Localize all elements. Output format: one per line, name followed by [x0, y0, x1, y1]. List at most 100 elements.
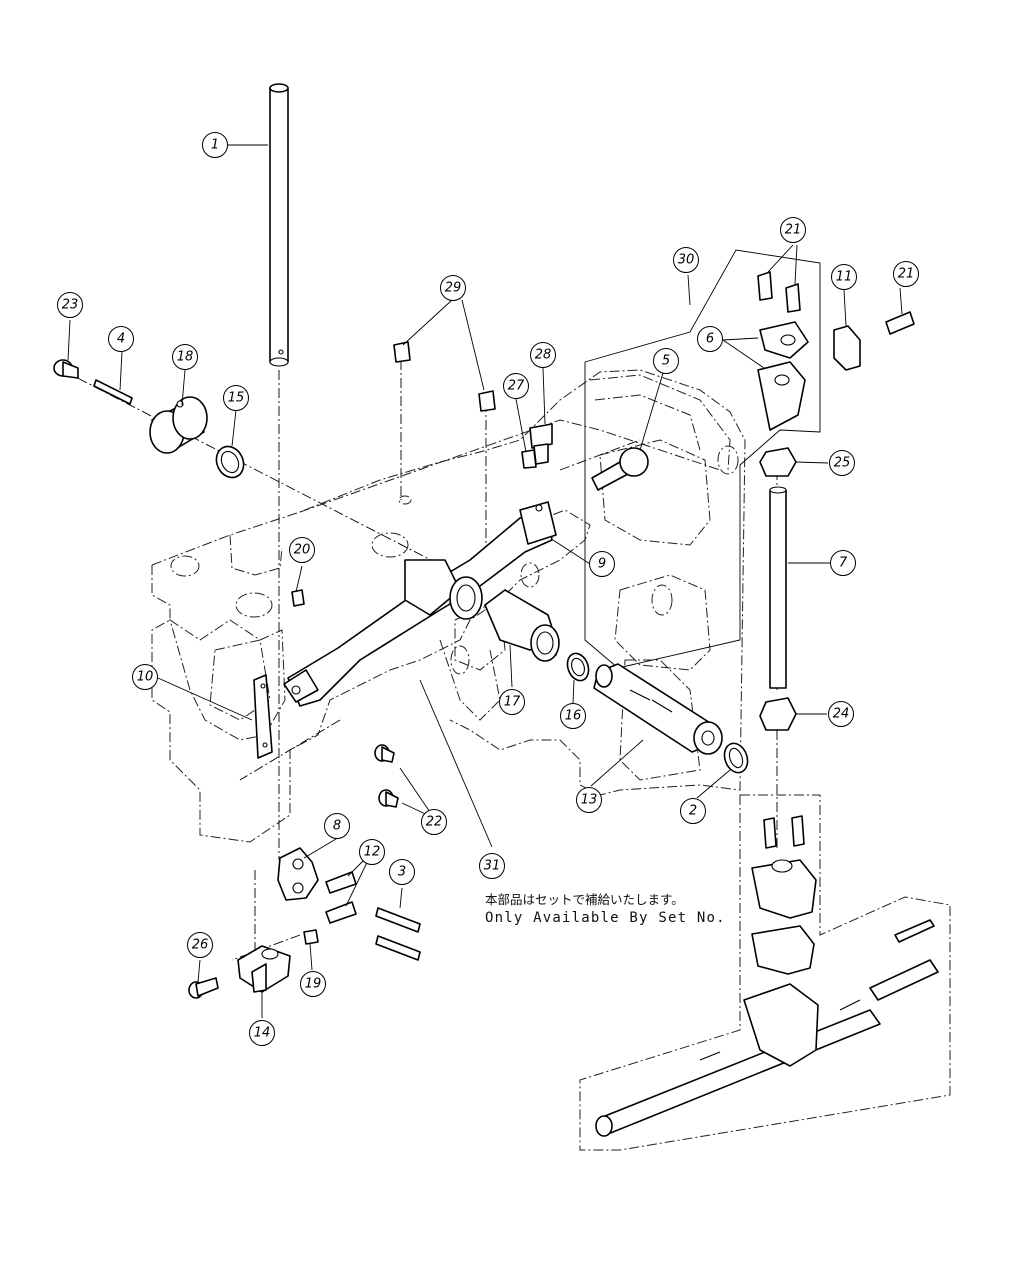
part-21-screws[interactable] [757, 271, 915, 335]
set-30-boundary [584, 249, 821, 669]
callout-18: 18 [172, 344, 198, 370]
callout-28: 28 [530, 342, 556, 368]
callout-label: 11 [836, 270, 853, 285]
part-26-cap-screw[interactable] [188, 977, 219, 999]
part-7-threaded-rod[interactable] [769, 486, 787, 689]
part-24-nut[interactable] [759, 697, 797, 731]
part-3-springs[interactable] [375, 907, 421, 961]
leader-lines [67, 144, 903, 1018]
part-15-washer[interactable] [211, 442, 248, 482]
callout-27: 27 [503, 373, 529, 399]
callout-21a: 21 [780, 217, 806, 243]
part-4-pin[interactable] [93, 379, 133, 405]
callout-label: 28 [535, 348, 552, 363]
callout-label: 19 [305, 977, 322, 992]
callout-7: 7 [830, 550, 856, 576]
part-8-link[interactable] [277, 847, 319, 901]
callout-10: 10 [132, 664, 158, 690]
callout-26: 26 [187, 932, 213, 958]
set-supply-note-english: Only Available By Set No. [485, 910, 726, 926]
callout-30: 30 [673, 247, 699, 273]
callout-8: 8 [324, 813, 350, 839]
callout-label: 13 [581, 793, 598, 808]
part-5-ball-stud[interactable] [591, 447, 649, 491]
callout-label: 3 [398, 865, 406, 880]
callout-14: 14 [249, 1020, 275, 1046]
part-25-nut[interactable] [759, 447, 797, 477]
part-22-screws[interactable] [374, 744, 399, 808]
callout-label: 22 [426, 815, 443, 830]
callout-12: 12 [359, 839, 385, 865]
part-18-collar[interactable] [149, 396, 208, 454]
callout-20: 20 [289, 537, 315, 563]
part-19-set-screw[interactable] [303, 929, 319, 945]
callout-5: 5 [653, 348, 679, 374]
callout-31: 31 [479, 853, 505, 879]
callout-21b: 21 [893, 261, 919, 287]
callout-label: 4 [117, 332, 125, 347]
callout-label: 6 [706, 332, 714, 347]
crankshaft-inset-boundary [579, 794, 951, 1151]
part-27-set-screw[interactable] [521, 449, 537, 469]
callout-label: 12 [364, 845, 381, 860]
machine-housing-outline [151, 369, 746, 843]
callout-24: 24 [828, 701, 854, 727]
callout-16: 16 [560, 703, 586, 729]
callout-9: 9 [589, 551, 615, 577]
part-12-pins[interactable] [325, 871, 357, 924]
callout-label: 21 [785, 223, 802, 238]
callout-label: 9 [598, 557, 606, 572]
part-16-washer[interactable] [564, 650, 592, 683]
callout-label: 7 [839, 556, 848, 571]
callout-4: 4 [108, 326, 134, 352]
callout-17: 17 [499, 689, 525, 715]
part-17-bushing[interactable] [484, 589, 560, 662]
part-20-screw[interactable] [291, 589, 305, 607]
callout-29: 29 [440, 275, 466, 301]
callout-6: 6 [697, 326, 723, 352]
part-1-shaft[interactable] [269, 83, 289, 367]
callout-label: 23 [62, 298, 79, 313]
callout-label: 18 [177, 350, 194, 365]
callout-label: 30 [678, 253, 695, 268]
callout-25: 25 [829, 450, 855, 476]
part-10-plate[interactable] [253, 674, 273, 759]
callout-label: 5 [662, 354, 670, 369]
callout-label: 10 [137, 670, 154, 685]
callout-1: 1 [202, 132, 228, 158]
part-6-split-block[interactable] [757, 321, 809, 431]
callout-13: 13 [576, 787, 602, 813]
callout-19: 19 [300, 971, 326, 997]
callout-label: 27 [508, 379, 525, 394]
callout-15: 15 [223, 385, 249, 411]
part-14-clamp[interactable] [237, 945, 291, 993]
callout-label: 16 [565, 709, 582, 724]
callout-label: 25 [834, 456, 851, 471]
callout-label: 1 [211, 138, 219, 153]
callout-label: 14 [254, 1026, 271, 1041]
callout-label: 2 [689, 804, 697, 819]
inset-crankshaft-assembly [595, 815, 939, 1137]
callout-2: 2 [680, 798, 706, 824]
callout-label: 26 [192, 938, 209, 953]
part-9-lever-arm[interactable] [283, 501, 557, 707]
callout-label: 29 [445, 281, 462, 296]
callout-22: 22 [421, 809, 447, 835]
part-23-screw[interactable] [53, 359, 79, 379]
callout-23: 23 [57, 292, 83, 318]
callout-label: 17 [504, 695, 521, 710]
callout-label: 31 [484, 859, 501, 874]
callout-label: 21 [898, 267, 915, 282]
callout-label: 24 [833, 707, 850, 722]
callout-3: 3 [389, 859, 415, 885]
callout-label: 8 [333, 819, 341, 834]
callout-label: 15 [228, 391, 245, 406]
part-13-shaft[interactable] [593, 663, 723, 755]
callout-label: 20 [294, 543, 311, 558]
part-28-cap-screw[interactable] [529, 423, 553, 465]
callout-11: 11 [831, 264, 857, 290]
part-11-bracket[interactable] [833, 325, 861, 371]
part-2-washer[interactable] [721, 740, 752, 776]
part-29-set-screws[interactable] [393, 341, 496, 412]
